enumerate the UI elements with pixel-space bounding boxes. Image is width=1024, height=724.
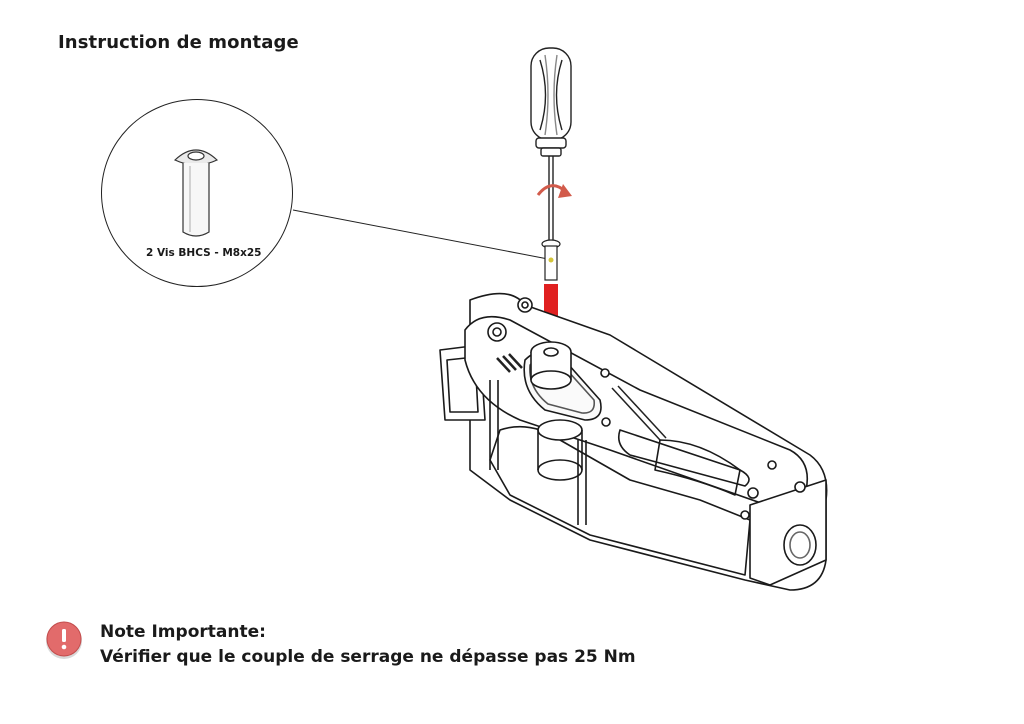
note-text: Vérifier que le couple de serrage ne dép… [100,647,636,667]
screw-icon [541,239,561,281]
screw-caption: 2 Vis BHCS - M8x25 [146,247,262,259]
screwdriver-icon [530,47,572,240]
note-title: Note Importante: [100,622,266,642]
leader-line [292,209,549,260]
mechanism-assembly [439,292,828,591]
page-title: Instruction de montage [58,32,299,53]
warning-exclamation-icon [46,621,82,659]
